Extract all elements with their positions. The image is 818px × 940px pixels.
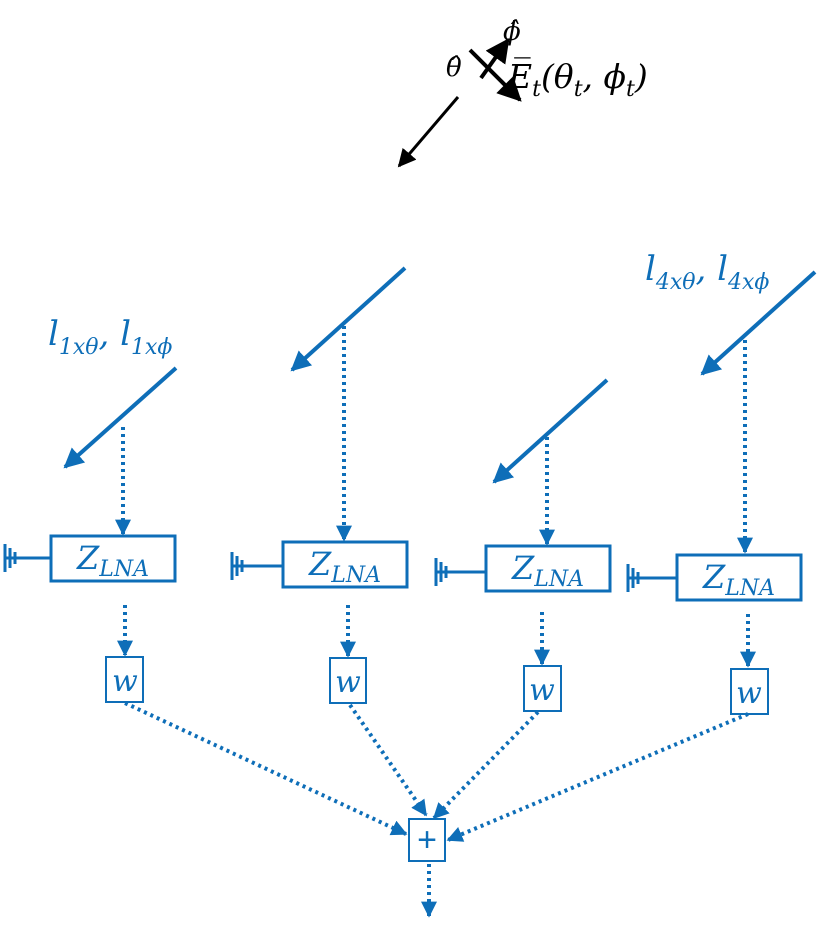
element-4-antenna [700,270,817,376]
element-1-to-sum [124,701,408,836]
element-3-ground [434,558,486,586]
element-3-weight-box [523,665,562,712]
element-4-lna-label: ZLNA [702,558,775,601]
field-vector-arrow [468,48,522,102]
summer-label: + [417,821,437,859]
array-element-3: ZLNA w [432,378,612,820]
element-4-to-sum [446,712,749,842]
theta-hat-label: θ̂ [446,53,462,83]
element-2-weight-box [329,657,367,704]
array-element-4: ZLNA w [446,270,817,842]
element-3-weight-label: w [529,673,555,708]
element-3-to-sum [432,710,540,820]
element-4-ground [626,564,677,592]
element-1-lna-label: ZLNA [76,539,149,582]
element-2-ground [230,552,283,580]
element-3-lna-box [484,544,612,593]
phi-hat-arrow [479,38,510,80]
element-2-lna-label: ZLNA [308,545,381,588]
element-1-lna-box [49,534,177,583]
element-3-lna-label: ZLNA [511,549,584,592]
element-3-antenna [492,378,609,484]
incident-field-group: θ̂ ϕ̂ E̅t(θt, ϕt) [397,17,648,168]
element-1-weight-box [105,656,144,703]
element-2-antenna [290,266,407,372]
element-1-weight-label: w [112,664,138,699]
summing-node: + [408,818,446,918]
propagation-arrow [397,96,460,168]
element-1-antenna [63,366,178,469]
array-element-2: ZLNA w [230,266,428,817]
element-2-to-sum [348,703,428,817]
element-2-weight-label: w [335,665,361,700]
element-1-label: l1xθ, l1xϕ [48,314,172,360]
array-element-1: ZLNA w [3,366,408,836]
element-1-ground [3,544,50,572]
element-4-label: l4xθ, l4xϕ [645,249,769,295]
element-4-weight-label: w [736,676,762,711]
summer-box [408,818,446,862]
phi-hat-label: ϕ̂ [503,17,521,47]
element-4-lna-box [675,553,803,602]
incident-field-label: E̅t(θt, ϕt) [507,56,648,102]
element-2-lna-box [281,540,409,589]
element-4-weight-box [730,668,769,715]
